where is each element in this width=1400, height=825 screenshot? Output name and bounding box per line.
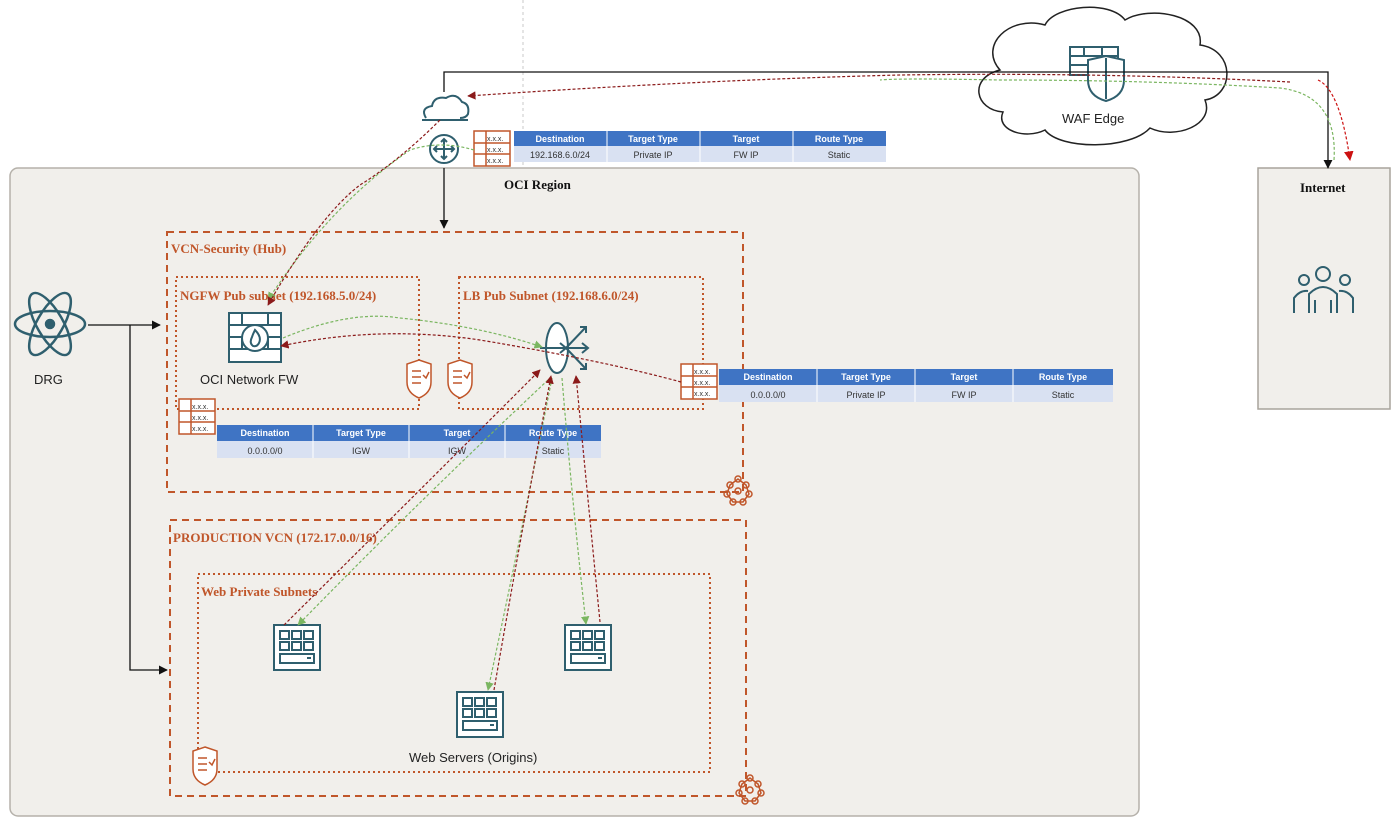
ngfw-route-table: Destination Target Type Target Route Typ… [217, 425, 601, 458]
igw-route-table-icon: x.x.x. x.x.x. x.x.x. [473, 130, 511, 167]
firewall-icon [228, 312, 282, 363]
ngfw-subnet-label: NGFW Pub subnet (192.168.5.0/24) [180, 288, 376, 303]
ngfw-route-table-icon: x.x.x. x.x.x. x.x.x. [178, 398, 216, 435]
lb-rt-cell-target: FW IP [952, 390, 977, 400]
igw-rt-header-destination: Destination [535, 134, 584, 144]
ngfw-subnet-box [175, 276, 420, 410]
production-vcn-box [169, 519, 747, 797]
igw-rt-header-route-type: Route Type [815, 134, 863, 144]
ngfw-rt-cell-destination: 0.0.0.0/0 [247, 446, 282, 456]
svg-text:x.x.x.: x.x.x. [487, 136, 503, 143]
lb-route-table: Destination Target Type Target Route Typ… [719, 369, 1113, 402]
svg-text:x.x.x.: x.x.x. [694, 369, 710, 376]
drg-icon [13, 291, 87, 357]
server-icon [273, 624, 321, 671]
internet-label: Internet [1300, 180, 1346, 195]
svg-text:x.x.x.: x.x.x. [192, 404, 208, 411]
svg-text:x.x.x.: x.x.x. [487, 147, 503, 154]
load-balancer-icon [540, 322, 590, 374]
lb-rt-header-destination: Destination [743, 372, 792, 382]
igw-rt-header-target: Target [733, 134, 760, 144]
igw-rt-cell-target: FW IP [734, 150, 759, 160]
internet-box [1257, 167, 1391, 410]
waf-shield-icon [1069, 46, 1125, 103]
ngfw-rt-header-route-type: Route Type [529, 428, 577, 438]
igw-rt-header-target-type: Target Type [628, 134, 678, 144]
lb-rt-cell-target-type: Private IP [846, 390, 885, 400]
svg-text:x.x.x.: x.x.x. [192, 426, 208, 433]
svg-text:x.x.x.: x.x.x. [487, 158, 503, 165]
igw-route-table: Destination Target Type Target Route Typ… [514, 131, 886, 162]
production-vcn-label: PRODUCTION VCN (172.17.0.0/16) [173, 530, 377, 545]
svg-text:x.x.x.: x.x.x. [192, 415, 208, 422]
oci-region-container [9, 167, 1140, 817]
igw-rt-cell-destination: 192.168.6.0/24 [530, 150, 590, 160]
red-traffic-flows [267, 73, 1291, 691]
security-list-icon [447, 359, 473, 399]
oci-region-label: OCI Region [504, 177, 572, 192]
internet-return-flow [1317, 79, 1354, 161]
drg-label: DRG [34, 372, 63, 387]
igw-rt-cell-route-type: Static [828, 150, 851, 160]
ngfw-rt-cell-route-type: Static [542, 446, 565, 456]
waf-edge-label: WAF Edge [1062, 111, 1124, 126]
ngfw-rt-header-destination: Destination [240, 428, 289, 438]
lb-route-table-icon: x.x.x. x.x.x. x.x.x. [680, 363, 718, 400]
server-icon [456, 691, 504, 738]
ngfw-rt-header-target: Target [444, 428, 471, 438]
ngfw-rt-header-target-type: Target Type [336, 428, 386, 438]
svg-text:x.x.x.: x.x.x. [694, 380, 710, 387]
internet-gateway-icon [422, 94, 470, 164]
vcn-security-hub-label: VCN-Security (Hub) [171, 241, 286, 256]
security-list-icon [192, 746, 218, 786]
users-icon [1293, 266, 1354, 313]
lb-rt-cell-destination: 0.0.0.0/0 [750, 390, 785, 400]
web-servers-label: Web Servers (Origins) [409, 750, 537, 765]
ngfw-rt-cell-target: IGW [448, 446, 467, 456]
server-icon [564, 624, 612, 671]
lb-rt-header-target-type: Target Type [841, 372, 891, 382]
green-traffic-flows [267, 78, 1335, 691]
vcn-icon [735, 774, 765, 805]
oci-network-fw-label: OCI Network FW [200, 372, 299, 387]
ngfw-rt-cell-target-type: IGW [352, 446, 371, 456]
security-list-icon [406, 359, 432, 399]
lb-subnet-box [458, 276, 704, 410]
lb-rt-header-route-type: Route Type [1039, 372, 1087, 382]
vcn-icon [723, 475, 753, 506]
lb-rt-header-target: Target [951, 372, 978, 382]
web-private-subnets-label: Web Private Subnets [201, 584, 317, 599]
lb-rt-cell-route-type: Static [1052, 390, 1075, 400]
vcn-security-hub-box [166, 231, 744, 493]
lb-subnet-label: LB Pub Subnet (192.168.6.0/24) [463, 288, 639, 303]
web-private-subnets-box [197, 573, 711, 773]
svg-text:x.x.x.: x.x.x. [694, 391, 710, 398]
igw-rt-cell-target-type: Private IP [633, 150, 672, 160]
